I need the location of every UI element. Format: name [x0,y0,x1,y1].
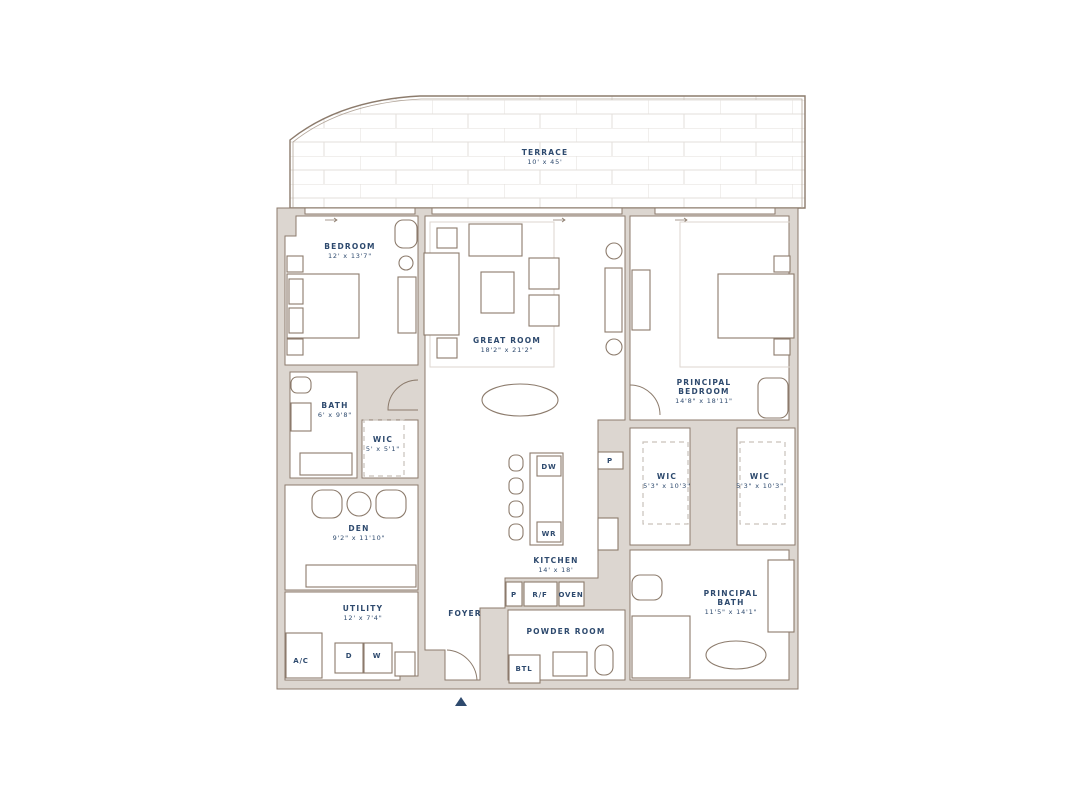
den-label: DEN [348,524,369,533]
utility-dims: 12' x 7'4" [343,614,382,622]
wic-left-area [629,427,691,546]
den-dims: 9'2" x 11'10" [333,534,386,542]
dryer-label: D [346,652,353,660]
principal-bath-label-2: BATH [717,598,744,607]
appliances: DW WR P P R/F OVEN A/C D W BTL [293,451,624,684]
wic-small-area [361,419,419,479]
wic-small-dims: 5' x 5'1" [366,445,400,453]
principal-bath-label-1: PRINCIPAL [704,589,759,598]
wic-right-area [736,427,796,546]
entry-arrow-icon [455,697,467,706]
dishwasher-label: DW [541,463,556,471]
terrace [289,95,806,209]
great-room-label: GREAT ROOM [473,336,541,345]
refrigerator-label: R/F [532,591,547,599]
washer-label: W [373,652,382,660]
great-room-area [424,215,626,681]
bath-label: BATH [321,401,348,410]
wic-left-dims: 5'3" x 10'3" [643,482,691,490]
terrace-label: TERRACE [522,148,569,157]
powder-room-label: POWDER ROOM [526,627,605,636]
principal-bedroom-dims: 14'8" x 18'11" [675,397,733,405]
principal-bedroom-label-1: PRINCIPAL [677,378,732,387]
wic-right-label: WIC [750,472,770,481]
principal-bedroom-label-2: BEDROOM [678,387,729,396]
sliding-door-arrows [325,217,688,223]
terrace-dims: 10' x 45' [527,158,562,166]
principal-bath-dims: 11'5" x 14'1" [705,608,758,616]
foyer-label: FOYER [448,609,482,618]
kitchen-dims: 14' x 18' [538,566,573,574]
wic-left-label: WIC [657,472,677,481]
windows [304,207,776,215]
btl-label: BTL [516,665,533,673]
pantry-upper-label: P [607,457,613,465]
kitchen-label: KITCHEN [533,556,578,565]
wic-small-label: WIC [373,435,393,444]
bath-dims: 6' x 9'8" [318,411,352,419]
wic-right-dims: 5'3" x 10'3" [736,482,784,490]
principal-bedroom-area [629,215,790,421]
utility-label: UTILITY [343,604,384,613]
bedroom-dims: 12' x 13'7" [328,252,372,260]
wine-refrigerator-label: WR [542,530,557,538]
ac-label: A/C [293,657,309,665]
pantry-lower-label: P [511,591,517,599]
great-room-dims: 18'2" x 21'2" [481,346,534,354]
oven-label: OVEN [558,591,583,599]
bedroom-label: BEDROOM [324,242,375,251]
